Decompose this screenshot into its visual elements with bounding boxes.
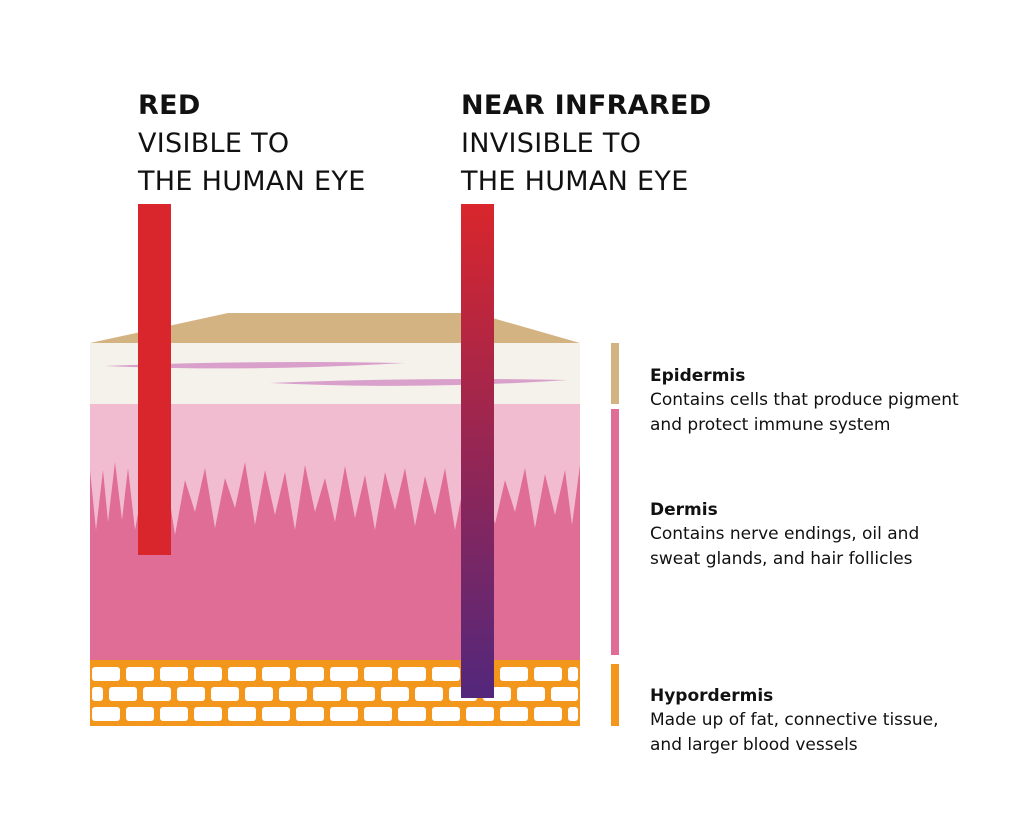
near-infrared-heading: NEAR INFRARED INVISIBLE TO THE HUMAN EYE [461, 87, 711, 201]
fat-cells [92, 667, 578, 721]
fat-cell [92, 687, 103, 701]
red-subtitle-line2: THE HUMAN EYE [138, 166, 366, 197]
near-infrared-subtitle-line2: THE HUMAN EYE [461, 166, 689, 197]
fat-cell [194, 707, 222, 721]
fat-cell [211, 687, 239, 701]
near-infrared-subtitle-line1: INVISIBLE TO [461, 128, 642, 159]
fat-cell [398, 707, 426, 721]
fat-cell [228, 667, 256, 681]
red-subtitle-line1: VISIBLE TO [138, 128, 290, 159]
dermis-indicator-bar [611, 409, 619, 655]
fat-cell [177, 687, 205, 701]
hypodermis-label: Hypordermis Made up of fat, connective t… [650, 684, 1010, 758]
epidermis-description-line2: and protect immune system [650, 415, 891, 435]
epidermis-indicator-bar [611, 343, 619, 404]
fat-cell [126, 707, 154, 721]
fat-cell [381, 687, 409, 701]
epidermis-layer [90, 343, 580, 404]
fat-cell [415, 687, 443, 701]
fat-cell [568, 707, 578, 721]
epidermis-description-line1: Contains cells that produce pigment [650, 390, 959, 410]
fat-cell [296, 667, 324, 681]
epidermis-label: Epidermis Contains cells that produce pi… [650, 364, 1010, 438]
fat-cell [432, 707, 460, 721]
fat-cell [92, 667, 120, 681]
fat-cell [364, 707, 392, 721]
fat-cell [330, 667, 358, 681]
fat-cell [228, 707, 256, 721]
fat-cell [347, 687, 375, 701]
fat-cell [500, 667, 528, 681]
dermis-description-line1: Contains nerve endings, oil and [650, 524, 920, 544]
fat-cell [500, 707, 528, 721]
fat-cell [313, 687, 341, 701]
fat-cell [92, 707, 120, 721]
fat-cell [160, 707, 188, 721]
fat-cell [194, 667, 222, 681]
dermis-layer [90, 462, 580, 660]
near-infrared-light-beam [461, 204, 494, 698]
hypodermis-description-line2: and larger blood vessels [650, 735, 858, 755]
fat-cell [245, 687, 273, 701]
fat-cell [262, 707, 290, 721]
fat-cell [279, 687, 307, 701]
hypodermis-description-line1: Made up of fat, connective tissue, [650, 710, 939, 730]
fat-cell [330, 707, 358, 721]
dermis-label: Dermis Contains nerve endings, oil and s… [650, 498, 1010, 572]
red-title: RED [138, 90, 201, 121]
red-light-heading: RED VISIBLE TO THE HUMAN EYE [138, 87, 366, 201]
skin-surface-top [90, 313, 580, 343]
fat-cell [534, 667, 562, 681]
fat-cell [398, 667, 426, 681]
red-light-beam [138, 204, 171, 555]
hypodermis-indicator-bar [611, 664, 619, 726]
dermis-name: Dermis [650, 500, 718, 520]
epidermis-name: Epidermis [650, 366, 746, 386]
fat-cell [160, 667, 188, 681]
fat-cell [534, 707, 562, 721]
fat-cell [551, 687, 578, 701]
epidermis-streak [105, 362, 405, 369]
fat-cell [296, 707, 324, 721]
fat-cell [466, 707, 494, 721]
fat-cell [517, 687, 545, 701]
hypodermis-name: Hypordermis [650, 686, 774, 706]
near-infrared-title: NEAR INFRARED [461, 90, 712, 121]
dermis-description-line2: sweat glands, and hair follicles [650, 549, 913, 569]
fat-cell [262, 667, 290, 681]
fat-cell [143, 687, 171, 701]
fat-cell [109, 687, 137, 701]
fat-cell [364, 667, 392, 681]
fat-cell [126, 667, 154, 681]
fat-cell [568, 667, 578, 681]
fat-cell [432, 667, 460, 681]
